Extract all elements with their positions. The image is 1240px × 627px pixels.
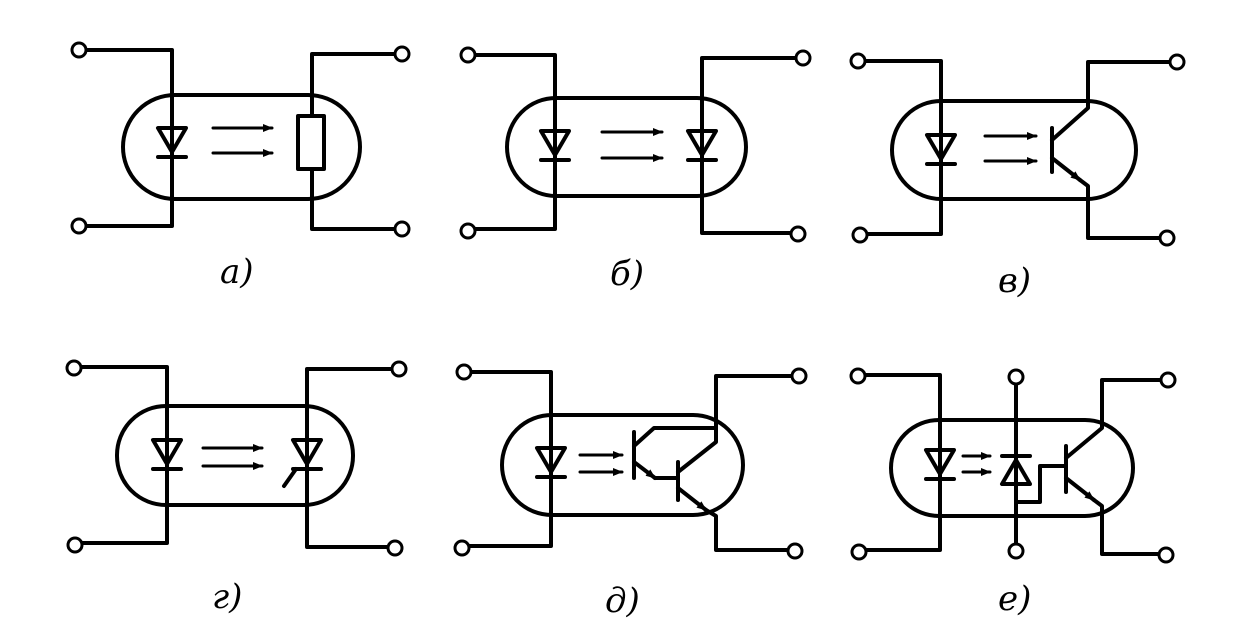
optocoupler-housing bbox=[890, 99, 1138, 201]
output-terminal-bottom bbox=[789, 225, 807, 243]
input-lead-bottom bbox=[858, 472, 942, 552]
panel-diode-optocoupler: б) bbox=[459, 46, 812, 294]
output-terminal-bottom bbox=[1157, 546, 1175, 564]
input-lead-top bbox=[77, 48, 174, 164]
output-lead-bottom bbox=[310, 167, 401, 231]
input-lead-bottom bbox=[463, 472, 553, 548]
output-lead-top bbox=[310, 52, 401, 118]
input-lead-top bbox=[72, 365, 169, 472]
output-terminal-top bbox=[1159, 371, 1177, 389]
input-terminal-top bbox=[849, 52, 867, 70]
output-lead-top bbox=[700, 56, 802, 164]
base-link bbox=[1014, 464, 1068, 504]
photodiode-terminal-bottom bbox=[1007, 542, 1025, 560]
output-terminal-bottom bbox=[1158, 229, 1176, 247]
led-icon bbox=[924, 448, 956, 481]
panel-thyristor-optocoupler: г) bbox=[65, 359, 408, 617]
led-icon bbox=[151, 438, 183, 471]
output-terminal-bottom bbox=[386, 539, 404, 557]
input-lead-bottom bbox=[75, 464, 169, 545]
photodiode-terminal-top bbox=[1007, 368, 1025, 386]
input-terminal-top bbox=[459, 46, 477, 64]
input-lead-top bbox=[856, 59, 943, 164]
input-terminal-top bbox=[70, 41, 88, 59]
input-terminal-top bbox=[455, 363, 473, 381]
led-icon bbox=[925, 133, 957, 166]
optocoupler-housing bbox=[115, 404, 355, 507]
input-terminal-top bbox=[65, 359, 83, 377]
caption-d: д) bbox=[605, 581, 640, 621]
panel-transistor-optocoupler: в) bbox=[849, 52, 1186, 301]
output-terminal-top bbox=[1168, 53, 1186, 71]
optocoupler-housing bbox=[505, 96, 748, 198]
input-lead-bottom bbox=[78, 153, 174, 228]
input-terminal-bottom bbox=[66, 536, 84, 554]
output-terminal-top bbox=[390, 360, 408, 378]
darlington-phototransistor-icon bbox=[632, 374, 799, 552]
caption-v: в) bbox=[998, 261, 1031, 301]
input-terminal-bottom bbox=[851, 226, 869, 244]
output-terminal-bottom bbox=[786, 542, 804, 560]
panel-photodiode-transistor-optocoupler: е) bbox=[849, 367, 1177, 619]
input-terminal-bottom bbox=[453, 539, 471, 557]
input-terminal-top bbox=[849, 367, 867, 385]
phototransistor-icon bbox=[1050, 60, 1177, 240]
output-terminal-top bbox=[794, 49, 812, 67]
led-icon bbox=[535, 446, 567, 479]
input-lead-bottom bbox=[466, 156, 557, 231]
input-terminal-bottom bbox=[459, 222, 477, 240]
photoresistor-icon bbox=[296, 114, 326, 171]
photodiode-icon bbox=[1000, 454, 1032, 486]
output-lead-top bbox=[305, 367, 398, 472]
input-terminal-bottom bbox=[850, 543, 868, 561]
caption-e: е) bbox=[998, 579, 1031, 619]
phototransistor-icon bbox=[1064, 378, 1167, 556]
output-terminal-top bbox=[393, 45, 411, 63]
output-terminal-bottom bbox=[393, 220, 411, 238]
caption-a: а) bbox=[220, 252, 254, 292]
optocoupler-housing bbox=[889, 418, 1135, 518]
output-lead-bottom bbox=[700, 156, 798, 235]
input-lead-top bbox=[466, 53, 557, 164]
optocoupler-housing bbox=[121, 93, 362, 201]
optocoupler-housing bbox=[500, 413, 745, 517]
input-lead-top bbox=[856, 373, 942, 480]
led-icon bbox=[539, 129, 571, 162]
input-lead-top bbox=[462, 370, 553, 480]
input-terminal-bottom bbox=[70, 217, 88, 235]
caption-b: б) bbox=[610, 254, 644, 294]
photothyristor-icon bbox=[282, 438, 323, 488]
panel-darlington-optocoupler: д) bbox=[453, 363, 808, 621]
led-icon bbox=[156, 126, 188, 159]
panel-resistive-optocoupler: а) bbox=[70, 41, 411, 292]
output-lead-bottom bbox=[305, 464, 394, 549]
caption-g: г) bbox=[212, 577, 242, 617]
input-lead-bottom bbox=[860, 156, 943, 236]
output-terminal-top bbox=[790, 367, 808, 385]
